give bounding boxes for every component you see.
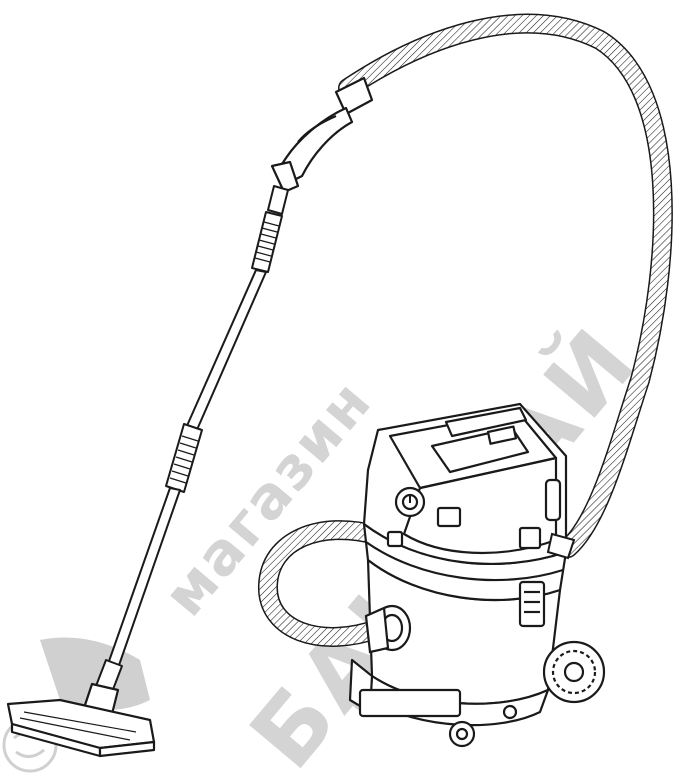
extension-wand: [95, 185, 289, 693]
hose-cuff: [546, 532, 576, 560]
floor-nozzle: [6, 682, 156, 758]
vacuum-hose-front: [258, 520, 390, 647]
vacuum-hose: [338, 13, 673, 558]
hose-inlet: [364, 604, 412, 654]
vacuum-body: [348, 402, 606, 748]
hose-handle: [270, 76, 374, 194]
